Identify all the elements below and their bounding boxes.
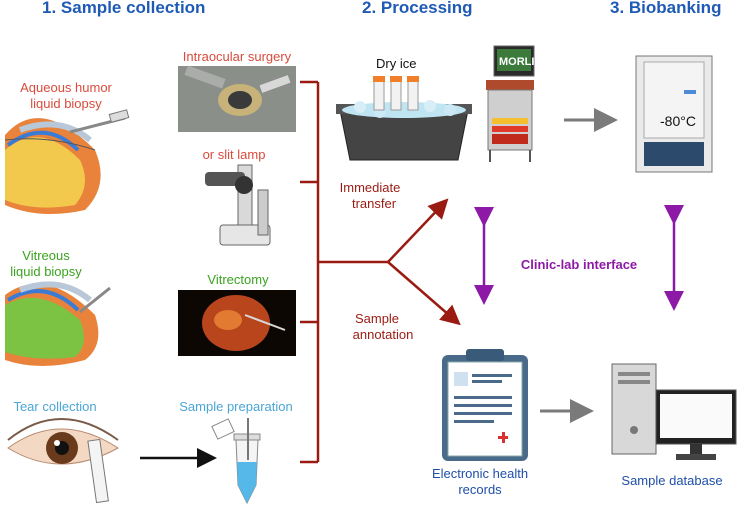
freezer-illustration — [635, 55, 713, 173]
intraocular-surgery-photo — [178, 65, 296, 132]
sample-annotation-arrow — [387, 261, 461, 326]
intraocular-surgery-label: Intraocular surgery — [182, 49, 292, 64]
dry-ice-label: Dry ice — [376, 56, 417, 71]
tear-collection-label: Tear collection — [13, 399, 97, 414]
collection-bracket — [300, 80, 388, 464]
header-biobanking: 3. Biobanking — [610, 0, 722, 17]
slit-lamp-label: or slit lamp — [202, 147, 266, 162]
eye-aqueous-illustration — [4, 109, 130, 214]
immediate-transfer-arrow — [387, 198, 449, 263]
eye-vitreous-illustration — [5, 281, 111, 366]
eye-tear-illustration — [7, 418, 119, 504]
slit-lamp-illustration — [205, 164, 271, 246]
monitor-label: MORLI — [499, 56, 535, 68]
vitrectomy-label: Vitrectomy — [207, 272, 269, 287]
ehr-label-line2: records — [458, 482, 502, 497]
header-sample-collection: 1. Sample collection — [42, 0, 206, 17]
vitreous-label-line2: liquid biopsy — [10, 264, 82, 279]
vitreous-label-line1: Vitreous — [22, 248, 70, 263]
computer-illustration — [611, 363, 737, 460]
freezer-temperature: -80°C — [660, 113, 696, 129]
sample-preparation-label: Sample preparation — [179, 399, 293, 414]
clinic-lab-interface-label: Clinic-lab interface — [520, 257, 638, 272]
header-processing: 2. Processing — [362, 0, 473, 17]
dry-ice-box — [336, 76, 472, 161]
sample-database-label: Sample database — [621, 473, 723, 488]
ehr-label-line1: Electronic health — [431, 466, 529, 481]
sample-annotation-line1: Sample — [354, 311, 400, 326]
vitrectomy-photo — [178, 290, 296, 356]
monitor-cart — [486, 45, 535, 162]
sample-annotation-line2: annotation — [352, 327, 414, 342]
aqueous-label-line2: liquid biopsy — [30, 96, 102, 111]
aqueous-label-line1: Aqueous humor — [20, 80, 112, 95]
immediate-transfer-line2: transfer — [351, 196, 397, 211]
immediate-transfer-line1: Immediate — [339, 180, 401, 195]
ehr-clipboard — [442, 349, 528, 461]
sample-tube-illustration — [211, 418, 261, 505]
